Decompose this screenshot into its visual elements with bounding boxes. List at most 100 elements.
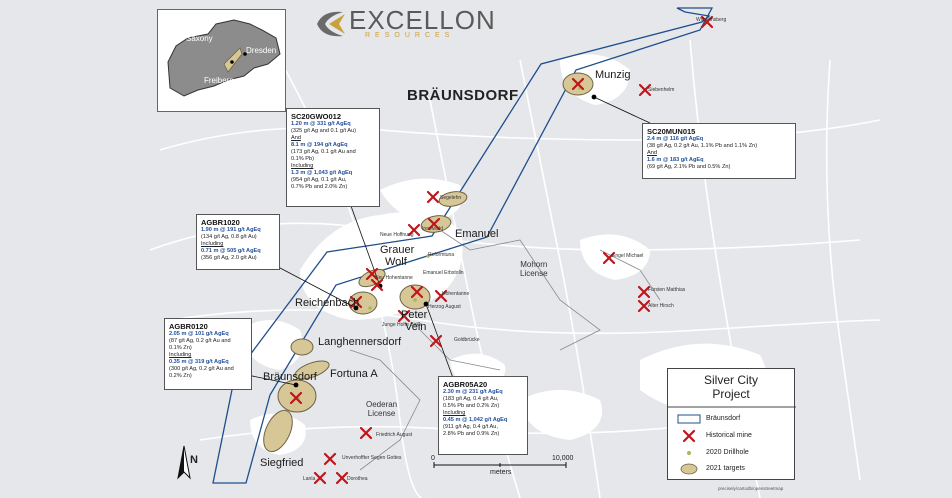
mine-label: Inselwald [422,226,443,232]
callout-title: SC20GWO012 [291,112,342,121]
callout-detail: (356 g/t Ag, 2.0 g/t Au) [201,255,257,261]
callout-detail: 0.5% Pb and 0.2% Zn) [443,403,500,409]
historical-mine-icon [700,15,714,29]
area-label-wolf: Wolf [385,256,407,268]
license-mohorn-line1: Mohorn [520,260,548,269]
mine-label: Neue Hoffnung [380,232,414,238]
historical-mine-icon [407,223,421,237]
license-oederan-line1: Oederan [366,400,398,409]
license-mohorn-line2: License [520,269,548,278]
historical-mine-icon [359,426,373,440]
historical-mine-icon [638,83,652,97]
callout-intercept: 1.90 m @ 191 g/t AgEq [201,227,261,233]
historical-mine-icon [289,391,303,405]
area-label-braunsdorf: Bräunsdorf [263,371,317,383]
callout-connector: And [647,150,657,156]
historical-mine-icon [349,295,363,309]
callout-sc20mun015: SC20MUN015 2.4 m @ 116 g/t AgEq (38 g/t … [642,123,796,179]
mine-label: Dorothea [347,476,368,482]
callout-detail: (183 g/t Ag, 0.4 g/t Au, [443,396,499,402]
historical-mine-icon [434,289,448,303]
mine-label: Reformtuna [428,252,455,258]
inset-city-dresden: Dresden [246,46,277,55]
callout-connector: And [291,135,301,141]
historical-mine-icon [637,299,651,313]
historical-mine-icon [426,190,440,204]
callout-connector: Including [291,163,314,169]
mine-label: Fürsten Matthias [648,287,686,293]
historical-mine-icon [335,471,349,485]
historical-mine-icon [313,471,327,485]
historical-mine-icon [429,334,443,348]
legend-item-targets: 2021 targets [706,465,745,472]
mine-label: Segelehn [440,195,462,201]
callout-intercept: 0.35 m @ 319 g/t AgEq [169,359,229,365]
mine-label: Neu Hohentanne [375,275,413,281]
historical-mine-icon [397,309,411,323]
legend-item-boundary: Bräunsdorf [706,415,741,422]
callout-connector: Including [201,241,224,247]
logo-mark-icon [317,11,345,37]
logo-wordmark: EXCELLON [349,5,496,35]
legend-symbols [668,406,796,475]
mine-label: Siebenhelm [648,87,675,93]
callout-intercept: 0.45 m @ 1,042 g/t AgEq [443,417,508,423]
mine-label: Goldbrücke [454,337,480,343]
callout-connector: Including [169,352,192,358]
area-label-fortuna: Fortuna A [330,368,378,380]
area-label-langhennersdorf: Langhennersdorf [318,336,402,348]
anchor-dots [293,94,597,388]
callout-title: AGBR05A20 [443,380,488,389]
callout-detail: 0.2% Zn) [169,373,192,379]
callout-agbr0120: AGBR0120 2.05 m @ 101 g/t AgEq (87 g/t A… [164,318,252,390]
callout-detail: 0.7% Pb and 2.0% Zn) [291,184,348,190]
callout-intercept: 8.1 m @ 194 g/t AgEq [291,142,348,148]
leader-lines [217,96,651,386]
mine-label: Herzog August [428,304,461,310]
historical-mine-icon [571,77,585,91]
mine-label: Lanla [303,476,316,482]
callout-intercept: 1.20 m @ 331 g/t AgEq [291,121,351,127]
callout-agbr05a20: AGBR05A20 2.30 m @ 231 g/t AgEq (183 g/t… [438,376,528,455]
north-label: N [190,454,198,466]
scale-end-label: 10,000 [552,455,574,462]
area-label-vein: Vein [405,321,427,333]
legend: Silver City Project Bräunsdorf Historica… [667,368,796,480]
callout-detail: (38 g/t Ag, 0.2 g/t Au, 1.1% Pb and 1.1%… [647,143,758,149]
callout-detail: (134 g/t Ag, 0.8 g/t Au) [201,234,257,240]
mine-label: Wilhelmsberg [696,17,727,23]
scale-start-label: 0 [431,455,435,462]
callout-title: SC20MUN015 [647,127,696,136]
callout-detail: (300 g/t Ag, 0.2 g/t Au and [169,366,234,372]
callout-intercept: 2.4 m @ 116 g/t AgEq [647,136,704,142]
drillhole-dots [296,86,582,400]
mine-label: Unverhoffter Segen Gottes [342,455,402,461]
callout-detail: (173 g/t Ag, 0.1 g/t Au and [291,149,356,155]
project-boundary [212,7,714,484]
callout-detail: (954 g/t Ag, 0.1 g/t Au, [291,177,347,183]
historical-mine-icon [370,278,384,292]
mine-label: Junge Hohe Birke [382,322,422,328]
north-arrow-icon [177,445,191,480]
callout-detail: 0.1% Pb) [291,156,315,162]
area-label-reichenbach: Reichenbach [295,297,360,309]
callout-detail: 2.8% Pb and 0.9% Zn) [443,431,500,437]
inset-region-label: Saxony [186,34,213,43]
area-label-munzig: Munzig [595,69,631,81]
callout-detail: (69 g/t Ag, 2.1% Pb and 0.5% Zn) [647,164,731,170]
callout-detail: 0.1% Zn) [169,345,192,351]
historical-mine-icon [323,452,337,466]
mine-label: Alter Hirsch [648,303,674,309]
mine-label: Emanuel Erbstolln [423,270,464,276]
historical-mine-icon [365,267,379,281]
callout-intercept: 1.6 m @ 183 g/t AgEq [647,157,704,163]
legend-item-mine: Historical mine [706,432,752,439]
callout-detail: (87 g/t Ag, 0.2 g/t Au and [169,338,231,344]
legend-item-drillhole: 2020 Drillhole [706,449,749,456]
callout-intercept: 0.71 m @ 505 g/t AgEq [201,248,261,254]
callout-intercept: 2.05 m @ 101 g/t AgEq [169,331,229,337]
inset-map: Saxony Dresden Freiberg [157,9,286,112]
legend-title-line2: Project [712,387,750,401]
